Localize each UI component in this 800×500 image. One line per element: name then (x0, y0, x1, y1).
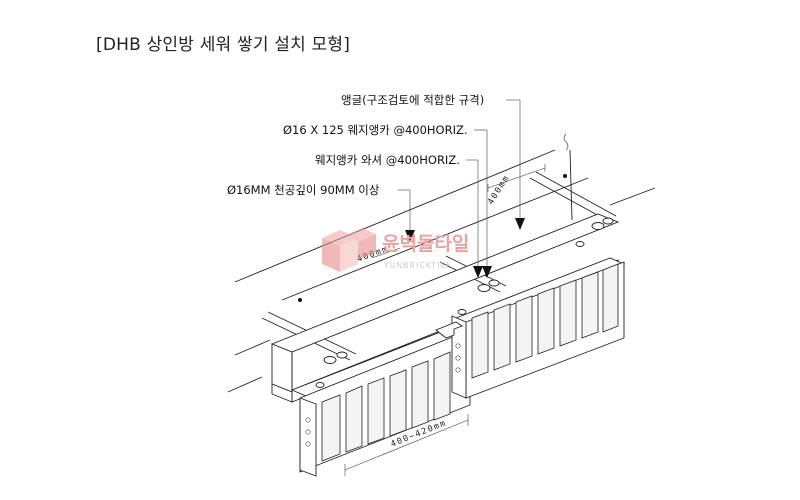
dimension-top-label: 400mm (486, 173, 512, 206)
lintel-module-front (290, 325, 472, 477)
callout-anchor-washer: 웨지앵카 와셔 @400HORIZ. (315, 153, 460, 167)
watermark: 윤벽돌타일 YUNBRICKTILE (322, 228, 469, 272)
callout-leaders (398, 99, 525, 278)
watermark-subtext: YUNBRICKTILE (383, 261, 452, 270)
watermark-text: 윤벽돌타일 (382, 233, 469, 255)
page-title: [DHB 상인방 세워 쌓기 설치 모형] (96, 35, 351, 55)
callout-angle: 앵글(구조검토에 적합한 규격) (341, 93, 484, 107)
dimension-top: 400mm (486, 164, 546, 207)
wall-lines (227, 133, 656, 393)
callout-drill-depth: Ø16MM 천공깊이 90MM 이상 (227, 183, 380, 197)
watermark-logo-icon (322, 228, 376, 272)
callout-wedge-anchor: Ø16 X 125 웨지앵카 @400HORIZ. (283, 123, 468, 137)
anchor-points (298, 174, 614, 388)
lintel-module-back (435, 257, 626, 399)
